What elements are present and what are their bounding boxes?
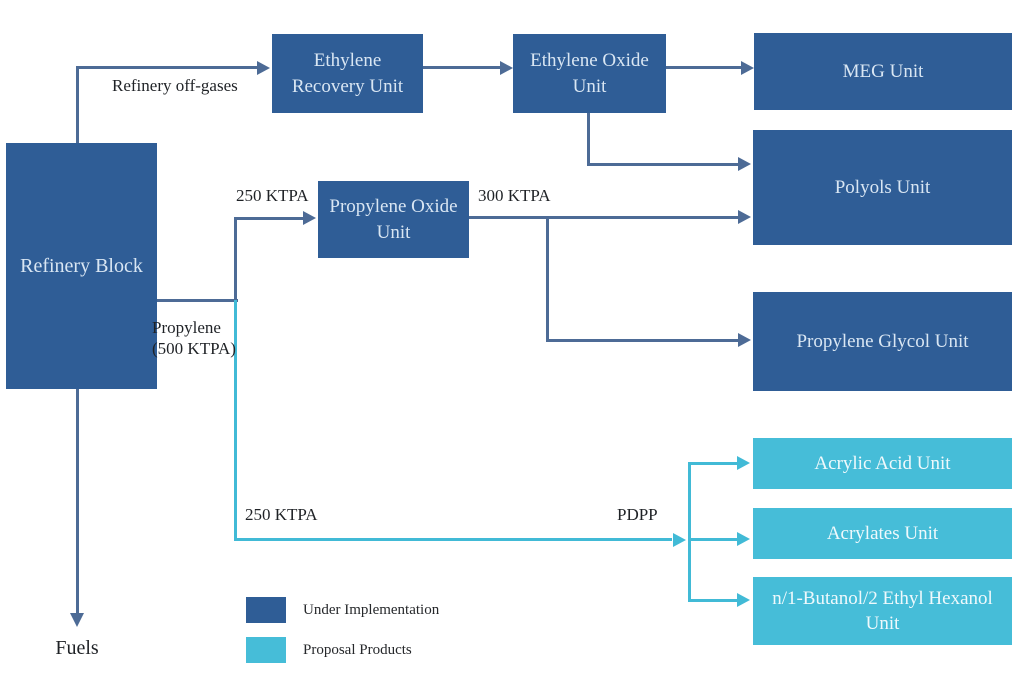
arrow-right-icon [741,61,754,75]
node-meg-unit: MEG Unit [754,33,1012,110]
flow-line-up-to-pou [234,217,237,302]
arrow-right-icon [500,61,513,75]
flow-line-into-pg [546,339,738,342]
flow-line-eou-down [587,113,590,165]
node-ethylene-oxide-unit: Ethylene Oxide Unit [513,34,666,113]
arrow-right-icon [303,211,316,225]
legend-label-proposal-products: Proposal Products [303,642,412,658]
flow-line-into-acrylic [688,462,738,465]
node-refinery-block: Refinery Block [6,143,157,389]
node-label: Propylene Glycol Unit [796,330,969,352]
flow-line-pou-out [469,216,738,219]
label-pdpp: PDPP [617,505,658,524]
node-label: Propylene Oxide Unit [329,196,458,243]
arrow-right-icon [737,456,750,470]
legend-swatch-proposal-products [246,637,286,663]
node-label: Acrylates Unit [826,522,939,544]
label-300-ktpa: 300 KTPA [478,186,551,205]
node-label: Refinery Block [20,254,143,277]
arrow-right-icon [738,210,751,224]
label-propylene-line2: (500 KTPA) [152,339,236,358]
node-ethylene-recovery-unit: Ethylene Recovery Unit [272,34,423,113]
flow-line-refinery-to-offgas [76,68,79,143]
flow-line-offgas-horizontal [76,66,258,69]
node-polyols-unit: Polyols Unit [753,130,1012,245]
flow-line-refinery-propylene-out [157,299,238,302]
flow-line-into-acrylates [688,538,738,541]
node-acrylic-acid-unit: Acrylic Acid Unit [753,438,1012,489]
node-propylene-oxide-unit: Propylene Oxide Unit [318,181,469,258]
legend-swatch-under-implementation [246,597,286,623]
flow-line-pdpp-horizontal [234,538,672,541]
node-label: MEG Unit [842,60,924,82]
arrow-down-icon [70,613,84,627]
legend-label-under-implementation: Under Implementation [303,602,440,618]
node-propylene-glycol-unit: Propylene Glycol Unit [753,292,1012,391]
arrow-right-icon [673,533,686,547]
label-fuels: Fuels [55,637,99,659]
flow-line-pdpp-distributor [688,462,691,602]
node-label: Ethylene Oxide Unit [530,50,649,97]
flow-line-into-butanol [688,599,738,602]
arrow-right-icon [737,532,750,546]
arrow-right-icon [738,333,751,347]
flow-line-propylene-down [234,300,237,540]
label-propylene-500-ktpa: Propylene (500 KTPA) [152,317,236,359]
flow-line-branch-down [546,217,549,341]
node-label: n/1-Butanol/2 Ethyl Hexanol Unit [772,587,993,634]
flow-line-into-pou [234,217,304,220]
flow-line-fuels [76,389,79,614]
arrow-right-icon [257,61,270,75]
arrow-right-icon [737,593,750,607]
node-butanol-hexanol-unit: n/1-Butanol/2 Ethyl Hexanol Unit [753,577,1012,645]
node-acrylates-unit: Acrylates Unit [753,508,1012,559]
flow-line-eou-to-meg [666,66,741,69]
node-label: Acrylic Acid Unit [814,452,951,474]
flow-line-eru-to-eou [423,66,500,69]
label-refinery-off-gases: Refinery off-gases [112,76,238,95]
flow-line-eou-to-polyols [587,163,738,166]
label-250-ktpa-bottom: 250 KTPA [245,505,318,524]
label-250-ktpa-top: 250 KTPA [236,186,309,205]
node-label: Polyols Unit [834,176,931,198]
label-propylene-line1: Propylene [152,318,221,337]
arrow-right-icon [738,157,751,171]
node-label: Ethylene Recovery Unit [291,50,404,97]
